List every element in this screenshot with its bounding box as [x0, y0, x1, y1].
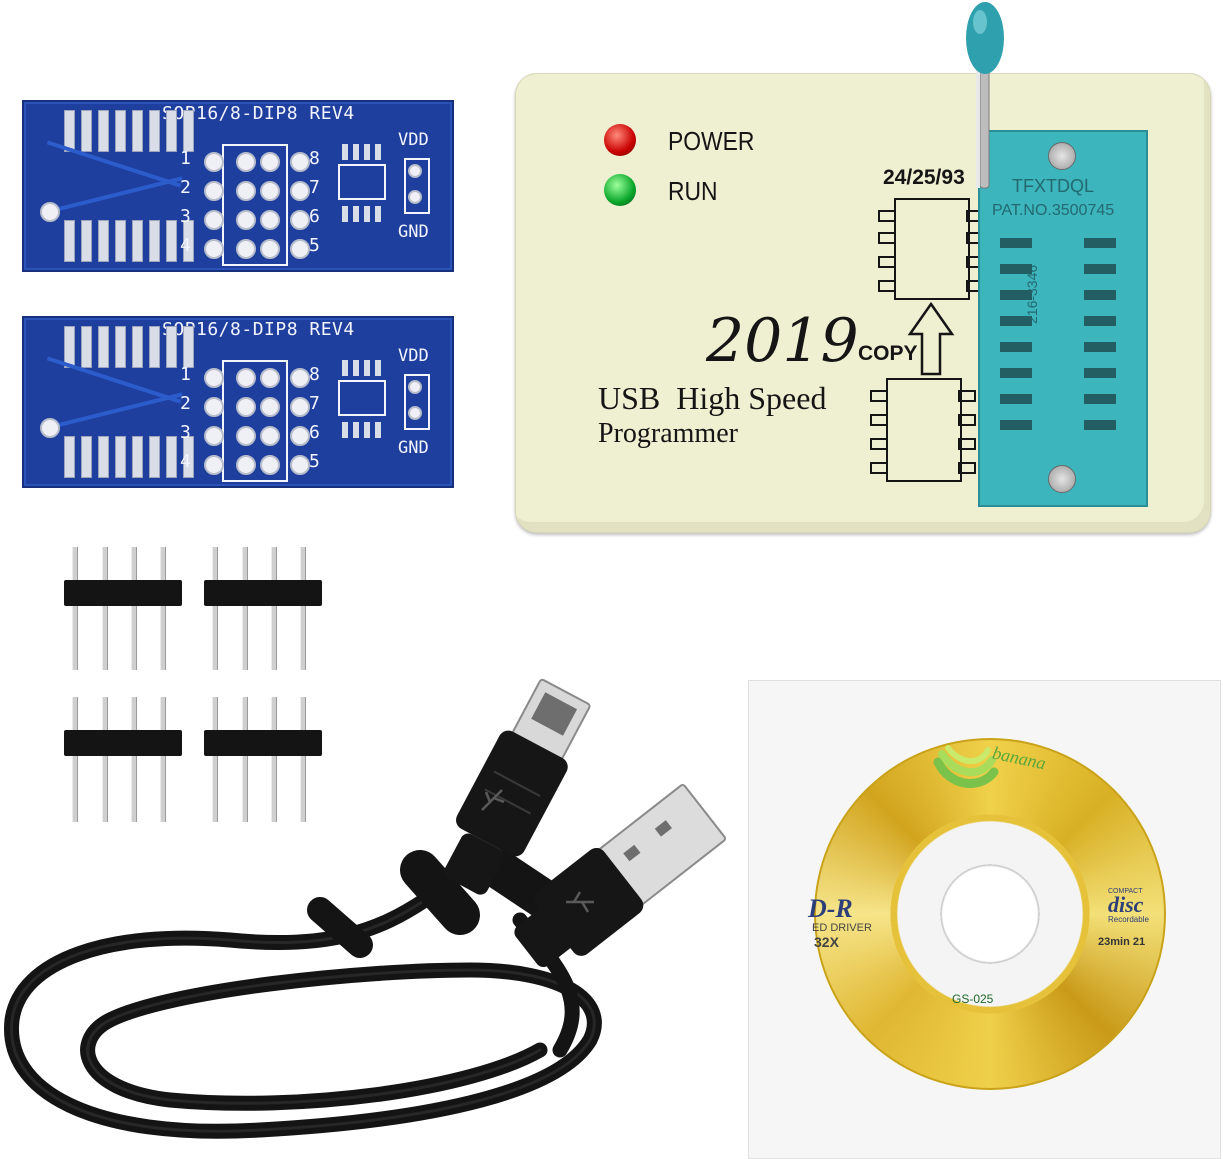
board-title: SOP16/8-DIP8 REV4: [162, 103, 355, 124]
year-label: 2019: [706, 306, 859, 376]
disc-code: GS-025: [952, 992, 994, 1006]
usb-symbol-icon: [481, 789, 505, 811]
disc-speed: 32X: [814, 934, 839, 950]
adapter-board-2: SOP16/8-DIP8 REV4 1 2 3 4 8 7 6 5 VDD GN…: [22, 316, 454, 488]
product-line-2: Programmer: [598, 418, 738, 449]
chip-series-label: 24/25/93: [883, 166, 965, 189]
source-ic-diagram: [886, 378, 962, 482]
usb-a-connector: [514, 784, 726, 968]
gnd-label: GND: [398, 438, 429, 458]
compact-disc-logo: COMPACT disc Recordable: [1108, 888, 1149, 924]
copy-arrow-icon: [907, 301, 955, 376]
zif-patent: PAT.NO.3500745: [992, 202, 1115, 219]
usb-symbol-icon: [566, 891, 594, 913]
copy-label: COPY: [858, 342, 918, 365]
zif-socket[interactable]: TFXTDQL PAT.NO.3500745 216-3346: [978, 130, 1148, 507]
zif-lever[interactable]: [958, 0, 1018, 200]
screw-icon: [1048, 465, 1076, 493]
disc-driver-text: ED DRIVER: [812, 922, 872, 934]
screw-icon: [1048, 142, 1076, 170]
power-label: POWER: [668, 126, 755, 156]
board-title: SOP16/8-DIP8 REV4: [162, 319, 355, 340]
usb-cable: [4, 850, 602, 1139]
vdd-label: VDD: [398, 130, 429, 150]
zif-brand: TFXTDQL: [1012, 176, 1095, 196]
usb-b-connector: [444, 678, 591, 895]
run-label: RUN: [668, 176, 718, 206]
run-led: [604, 174, 636, 206]
gnd-label: GND: [398, 222, 429, 242]
driver-cd: [814, 738, 1166, 1090]
product-line-1: USB High Speed: [598, 380, 827, 416]
disc-type: D-R: [808, 894, 853, 923]
target-ic-diagram: [894, 198, 970, 300]
adapter-board-1: SOP16/8-DIP8 REV4 1 2 3 4 8 7 6 5 VDD GN…: [22, 100, 454, 272]
vdd-label: VDD: [398, 346, 429, 366]
power-led: [604, 124, 636, 156]
banana-logo-icon: [933, 745, 999, 788]
disc-capacity: 23min 21: [1098, 936, 1146, 948]
